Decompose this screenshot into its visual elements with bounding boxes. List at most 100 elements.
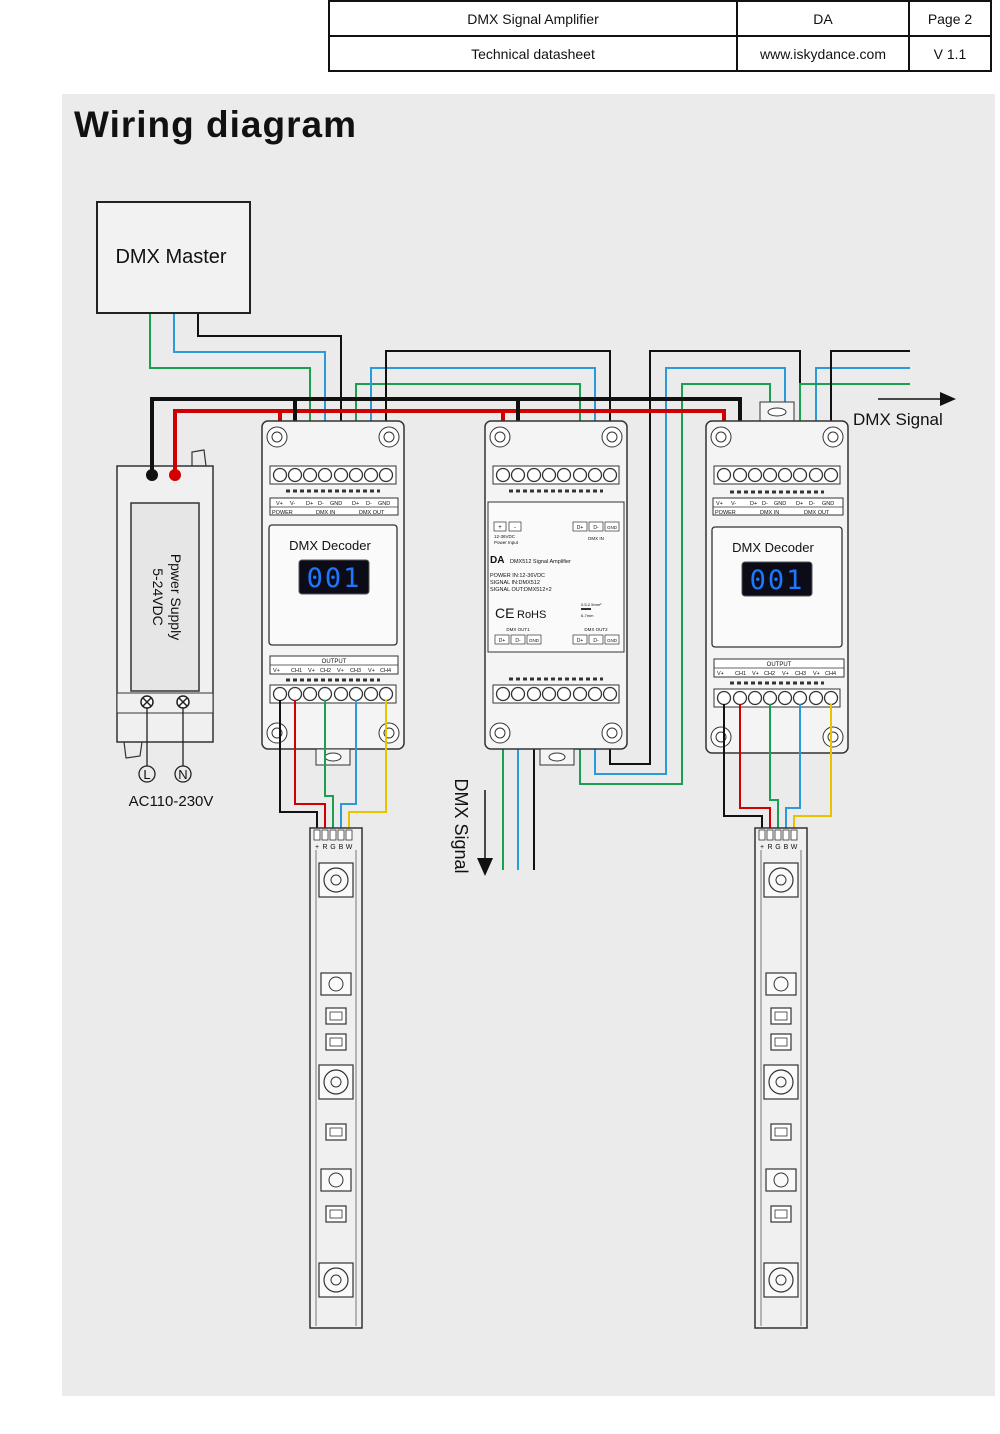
svg-text:CH2: CH2 — [320, 668, 331, 674]
svg-text:V-: V- — [731, 501, 736, 507]
psu-line2: 5-24VDC — [150, 568, 166, 626]
document-header: DMX Signal Amplifier DA Page 2 Technical… — [328, 0, 992, 72]
ac-label: AC110-230V — [129, 793, 214, 810]
svg-text:DA: DA — [490, 555, 504, 566]
dmx-signal-right-label: DMX Signal — [853, 410, 943, 429]
psu-line1: Ppwer Supply — [168, 554, 184, 640]
arrow-down-icon — [477, 858, 493, 876]
svg-text:D-: D- — [593, 525, 599, 531]
svg-text:D-: D- — [318, 501, 324, 507]
dmx-signal-out-right: DMX Signal — [853, 392, 956, 429]
svg-text:GND: GND — [607, 638, 618, 643]
section-title: Wiring diagram — [74, 104, 357, 145]
svg-text:D+: D+ — [577, 638, 584, 644]
svg-text:CH4: CH4 — [380, 668, 391, 674]
svg-text:DMX OUT2: DMX OUT2 — [584, 627, 608, 632]
resistor-icon — [770, 1007, 792, 1025]
svg-text:D-: D- — [515, 638, 521, 644]
decoder-1-display: 001 — [307, 563, 362, 594]
svg-text:D-: D- — [762, 501, 768, 507]
svg-text:DMX OUT: DMX OUT — [804, 510, 830, 516]
svg-text:D-: D- — [809, 501, 815, 507]
svg-text:OUTPUT: OUTPUT — [767, 662, 792, 668]
strip-pad — [766, 829, 774, 841]
svg-text:D-: D- — [366, 501, 372, 507]
psu-screw-icon — [140, 695, 190, 709]
svg-text:CE: CE — [495, 605, 514, 621]
strip-pad-label: G — [330, 844, 335, 851]
arrow-right-icon — [940, 392, 956, 406]
page-number: Page 2 — [908, 0, 992, 37]
strip-pad-label: W — [791, 844, 798, 851]
dmx-signal-out-down: DMX Signal — [451, 778, 493, 876]
svg-text:-: - — [514, 525, 516, 531]
svg-text:D+: D+ — [499, 638, 506, 644]
svg-text:OUTPUT: OUTPUT — [322, 659, 347, 665]
resistor-icon — [770, 1205, 792, 1223]
svg-text:GND: GND — [529, 638, 540, 643]
dmx-signal-amplifier: + - 12-36VDC Power Input D+ D- GND DMX I… — [484, 420, 628, 766]
strip-pad — [790, 829, 798, 841]
led-chip-icon — [763, 862, 799, 898]
svg-text:V+: V+ — [368, 668, 375, 674]
svg-text:CH1: CH1 — [735, 671, 746, 677]
svg-text:GND: GND — [378, 501, 390, 507]
resistor-icon — [325, 1033, 347, 1051]
version: V 1.1 — [908, 35, 992, 72]
strip-pad — [337, 829, 345, 841]
website: www.iskydance.com — [736, 35, 910, 72]
strip-pad-label: B — [339, 844, 344, 851]
svg-text:D+: D+ — [352, 501, 359, 507]
svg-text:V-: V- — [290, 501, 295, 507]
led-chip-icon — [318, 1262, 354, 1298]
strip-pad-label: R — [767, 844, 772, 851]
svg-text:D+: D+ — [306, 501, 313, 507]
resistor-icon — [770, 1123, 792, 1141]
decoder-1-label: DMX Decoder — [289, 538, 371, 553]
svg-text:CH3: CH3 — [795, 671, 806, 677]
strip-pad — [313, 829, 321, 841]
svg-text:12-36VDC: 12-36VDC — [494, 534, 516, 539]
svg-text:0.5-2.5mm²: 0.5-2.5mm² — [581, 602, 602, 607]
resistor-icon — [325, 1007, 347, 1025]
doc-type: Technical datasheet — [328, 35, 738, 72]
ic-icon — [765, 1168, 797, 1192]
svg-text:DMX OUT: DMX OUT — [359, 510, 385, 516]
strip-pad — [329, 829, 337, 841]
strip-pad-label: W — [346, 844, 353, 851]
terminal-l: L — [143, 767, 150, 782]
svg-text:POWER IN:12-36VDC: POWER IN:12-36VDC — [490, 573, 545, 579]
svg-text:DMX IN: DMX IN — [588, 536, 604, 541]
resistor-icon — [325, 1205, 347, 1223]
strip-pad-label: B — [784, 844, 789, 851]
strip-pad — [774, 829, 782, 841]
strip-pad-label: + — [315, 844, 319, 851]
strip-pad — [758, 829, 766, 841]
led-chip-icon — [763, 1064, 799, 1100]
svg-text:DMX512 Signal Amplifier: DMX512 Signal Amplifier — [510, 559, 571, 565]
svg-text:V+: V+ — [308, 668, 315, 674]
svg-text:V+: V+ — [717, 671, 724, 677]
svg-text:D-: D- — [593, 638, 599, 644]
strip-pad-label: R — [322, 844, 327, 851]
resistor-icon — [325, 1123, 347, 1141]
svg-text:POWER: POWER — [272, 510, 293, 516]
svg-text:DMX OUT1: DMX OUT1 — [506, 627, 530, 632]
svg-text:RoHS: RoHS — [517, 609, 546, 621]
strip-pad — [321, 829, 329, 841]
dmx-decoder-2: V+ V- D+ D- GND D+ D- GND POWER DMX IN D… — [705, 401, 849, 754]
svg-text:V+: V+ — [813, 671, 820, 677]
strip-pad-label: + — [760, 844, 764, 851]
svg-text:GND: GND — [607, 525, 618, 530]
svg-text:DMX IN: DMX IN — [316, 510, 335, 516]
strip-pad — [782, 829, 790, 841]
svg-text:Power Input: Power Input — [494, 540, 519, 545]
svg-text:CH4: CH4 — [825, 671, 836, 677]
svg-text:V+: V+ — [782, 671, 789, 677]
dmx-master-label: DMX Master — [115, 246, 226, 268]
terminal-n: N — [178, 767, 187, 782]
dmx-decoder-1: V+ V- D+ D- GND D+ D- GND POWER DMX IN D… — [261, 420, 405, 766]
doc-title: DMX Signal Amplifier — [328, 0, 738, 37]
